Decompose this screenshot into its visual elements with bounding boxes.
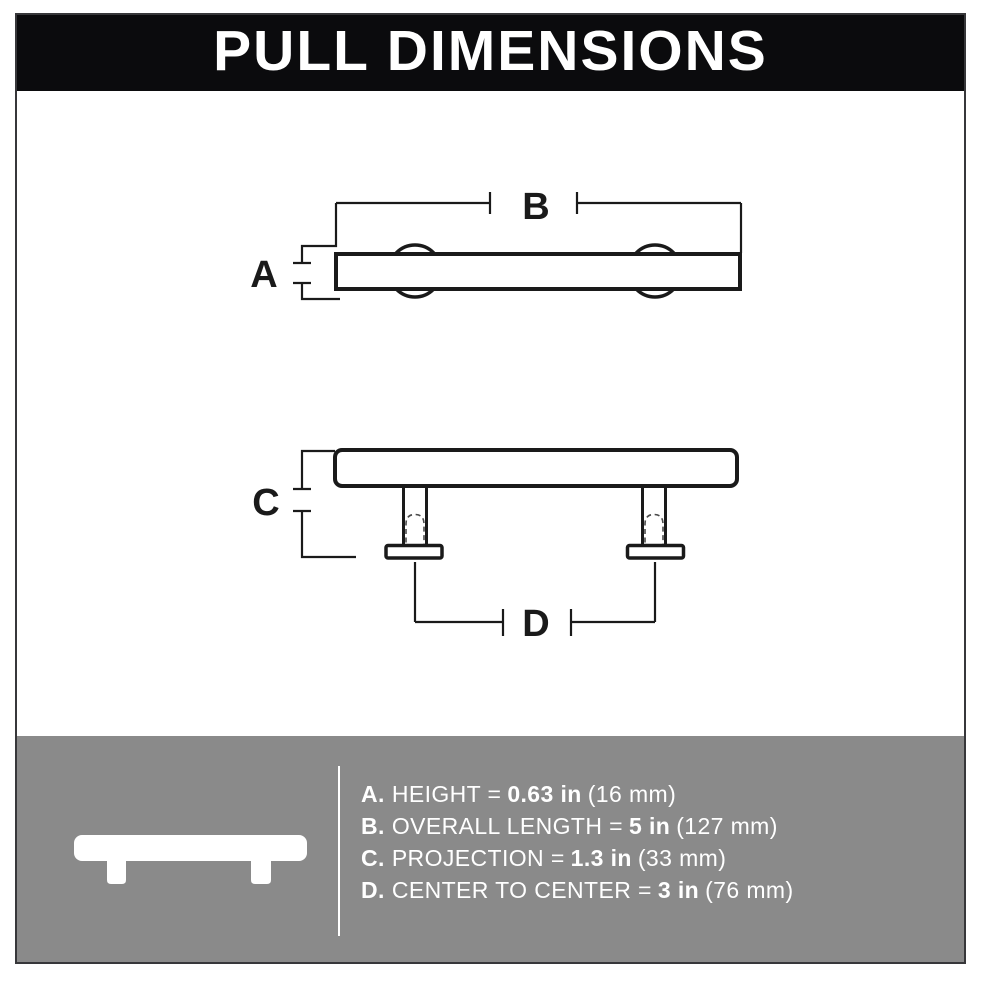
screw-outline-dashed	[405, 513, 664, 551]
drawing-area: A B	[17, 91, 964, 736]
dimension-b-lines	[300, 192, 743, 263]
spec-key: D.	[361, 877, 385, 903]
top-view-drawing	[293, 192, 743, 301]
spec-line-center-to-center: D.CENTER TO CENTER =3 in(76 mm)	[361, 874, 794, 906]
spec-line-projection: C.PROJECTION =1.3 in(33 mm)	[361, 842, 794, 874]
title-banner: PULL DIMENSIONS	[17, 15, 964, 91]
spec-metric: (33 mm)	[637, 845, 727, 871]
spec-metric: (16 mm)	[587, 781, 677, 807]
spec-key: A.	[361, 781, 385, 807]
spec-value: 0.63 in	[507, 781, 582, 807]
spec-panel: A.HEIGHT =0.63 in(16 mm) B.OVERALL LENGT…	[17, 736, 964, 962]
dimension-a-lines	[293, 261, 340, 301]
spec-label: OVERALL LENGTH =	[391, 813, 623, 839]
spec-key: C.	[361, 845, 385, 871]
page-title: PULL DIMENSIONS	[213, 18, 768, 83]
side-view-posts	[402, 486, 667, 546]
dim-label-c: C	[252, 482, 279, 524]
content-frame: PULL DIMENSIONS	[15, 13, 966, 964]
side-view-bar	[333, 448, 739, 488]
spec-line-overall-length: B.OVERALL LENGTH =5 in(127 mm)	[361, 810, 794, 842]
spec-line-height: A.HEIGHT =0.63 in(16 mm)	[361, 778, 794, 810]
dim-label-b: B	[522, 186, 549, 228]
spec-metric: (127 mm)	[676, 813, 778, 839]
top-view-bar	[334, 252, 742, 291]
side-view-left-flange	[384, 543, 444, 560]
spec-value: 3 in	[657, 877, 700, 903]
spec-value: 1.3 in	[570, 845, 632, 871]
dimension-c-lines	[293, 449, 356, 559]
pull-icon	[74, 835, 307, 884]
dimension-d-lines	[413, 562, 657, 636]
spec-value: 5 in	[628, 813, 671, 839]
spec-metric: (76 mm)	[705, 877, 794, 903]
pull-dimensions-diagram: A B	[250, 186, 743, 645]
side-view-drawing	[293, 448, 739, 636]
spec-key: B.	[361, 813, 385, 839]
dim-label-d: D	[522, 603, 549, 645]
dim-label-a: A	[250, 254, 277, 296]
divider-line	[338, 766, 340, 936]
spec-list: A.HEIGHT =0.63 in(16 mm) B.OVERALL LENGT…	[361, 778, 794, 906]
spec-label: HEIGHT =	[391, 781, 502, 807]
spec-label: PROJECTION =	[391, 845, 565, 871]
side-view-right-flange	[625, 543, 686, 560]
spec-label: CENTER TO CENTER =	[391, 877, 652, 903]
